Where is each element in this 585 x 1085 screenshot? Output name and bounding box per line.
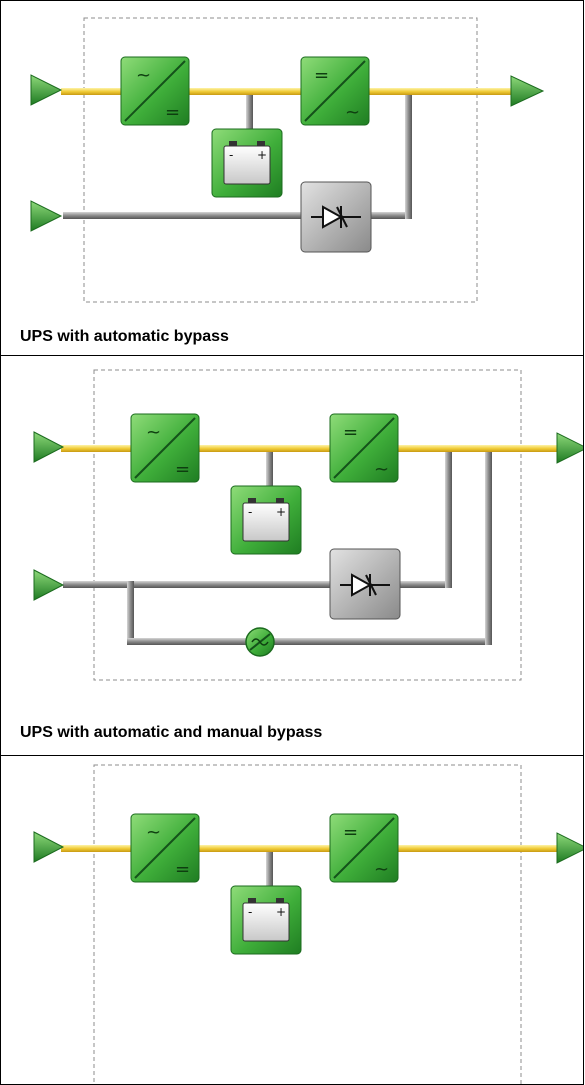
main-power-line	[61, 845, 559, 852]
input-arrow-icon	[33, 569, 65, 601]
bypass-line-out	[371, 212, 411, 219]
svg-text:~: ~	[374, 859, 389, 880]
rectifier-icon: ~ =	[130, 413, 200, 483]
bypass-riser	[445, 448, 452, 588]
input-arrow-icon	[33, 431, 65, 463]
bypass-line	[63, 581, 331, 588]
inverter-icon: = ~	[329, 813, 399, 883]
svg-text:=: =	[165, 102, 180, 123]
svg-text:~: ~	[136, 65, 151, 86]
bypass-line	[63, 212, 303, 219]
svg-text:-: -	[229, 148, 233, 162]
ups-diagram-automatic-manual-bypass: ~ = = ~ - +	[33, 369, 583, 681]
svg-text:=: =	[314, 65, 329, 86]
svg-text:~: ~	[374, 459, 389, 480]
svg-text:+: +	[276, 905, 286, 919]
battery-tap-line	[266, 448, 273, 488]
battery-icon: - +	[230, 885, 302, 955]
static-switch-icon	[329, 548, 401, 620]
manual-bypass-switch-icon	[245, 627, 275, 657]
svg-text:=: =	[175, 459, 190, 480]
main-power-line	[61, 88, 513, 95]
static-switch-icon	[300, 181, 372, 253]
diagram-caption: UPS with automatic bypass	[20, 328, 229, 345]
svg-text:~: ~	[345, 102, 360, 123]
svg-text:=: =	[175, 859, 190, 880]
output-arrow-icon	[556, 832, 583, 864]
output-arrow-icon	[556, 432, 583, 464]
battery-tap-line	[246, 91, 253, 131]
ups-enclosure-border	[93, 764, 522, 1084]
svg-text:=: =	[343, 422, 358, 443]
manual-bypass-drop	[127, 581, 134, 644]
battery-tap-line	[266, 848, 273, 888]
svg-text:-: -	[248, 505, 252, 519]
svg-text:-: -	[248, 905, 252, 919]
svg-text:+: +	[257, 148, 267, 162]
main-power-line	[61, 445, 559, 452]
bypass-riser	[405, 91, 412, 219]
diagram-caption: UPS with automatic and manual bypass	[20, 724, 323, 741]
bypass-line-out	[399, 581, 451, 588]
svg-text:~: ~	[146, 822, 161, 843]
svg-text:+: +	[276, 505, 286, 519]
output-arrow-icon	[510, 75, 545, 107]
ups-enclosure-border	[93, 369, 522, 681]
manual-bypass-line	[127, 638, 491, 645]
input-arrow-icon	[33, 831, 65, 863]
battery-icon: - +	[230, 485, 302, 555]
inverter-icon: = ~	[329, 413, 399, 483]
ups-enclosure-border	[83, 17, 478, 303]
ups-diagram-automatic-bypass: ~ = = ~ - +	[30, 17, 545, 303]
ups-diagram-without-bypass: ~ = = ~ - +	[33, 764, 583, 1084]
manual-bypass-riser	[485, 448, 492, 645]
diagram-panel-automatic-manual-bypass: ~ = = ~ - +	[0, 355, 584, 756]
input-arrow-icon	[30, 74, 63, 106]
diagram-panel-automatic-bypass: ~ = = ~ - + UPS with automatic bypass	[0, 0, 584, 356]
diagram-panel-without-bypass: ~ = = ~ - +	[0, 755, 584, 1085]
input-arrow-icon	[30, 200, 63, 232]
inverter-icon: = ~	[300, 56, 370, 126]
svg-text:~: ~	[146, 422, 161, 443]
battery-icon: - +	[211, 128, 283, 198]
svg-text:=: =	[343, 822, 358, 843]
rectifier-icon: ~ =	[130, 813, 200, 883]
rectifier-icon: ~ =	[120, 56, 190, 126]
